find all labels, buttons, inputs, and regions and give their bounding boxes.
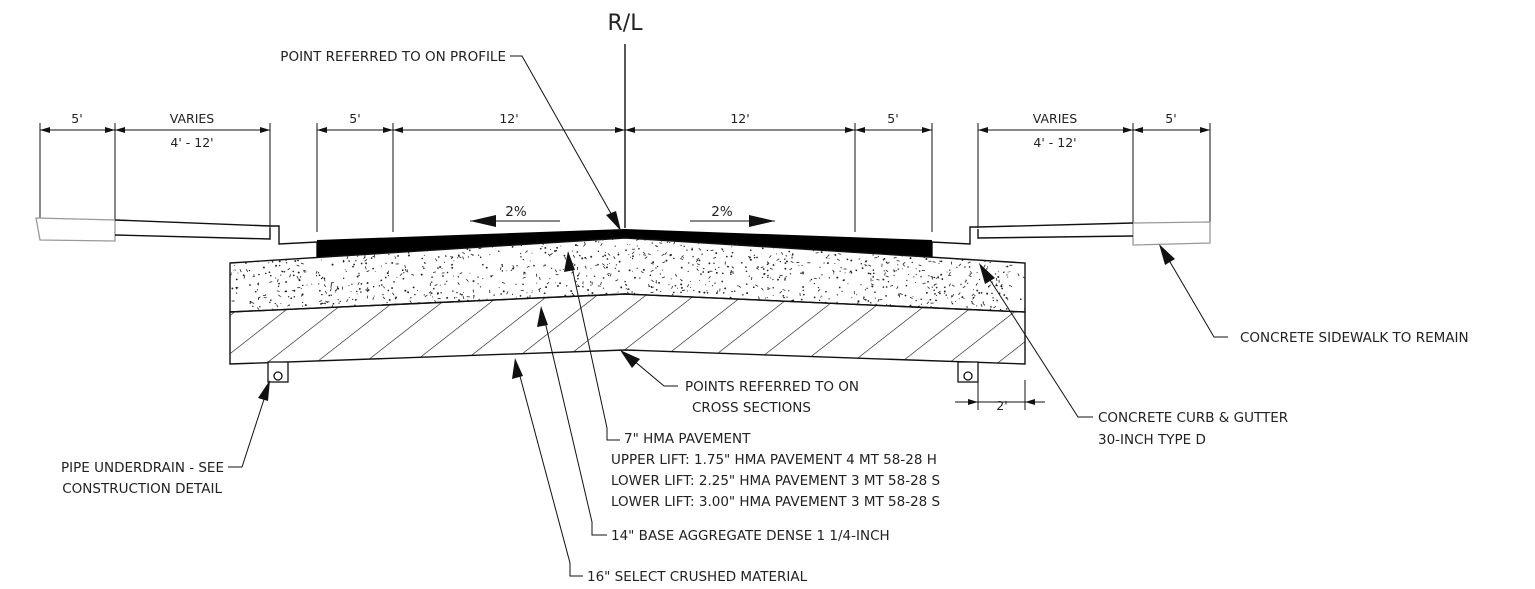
label-curb-1: CONCRETE CURB & GUTTER (1098, 410, 1288, 426)
dim-right-varies: VARIES (1033, 111, 1078, 126)
dim-right-lane: 12' (730, 111, 749, 126)
dim-left-varies: VARIES (170, 111, 215, 126)
dimension-strings (39, 123, 1211, 232)
label-sidewalk: CONCRETE SIDEWALK TO REMAIN (1240, 330, 1469, 346)
dim-left-walk: 5' (71, 111, 82, 126)
dim-left-varies-range: 4' - 12' (170, 135, 213, 150)
label-hma-lower2: LOWER LIFT: 3.00" HMA PAVEMENT 3 MT 58-2… (611, 494, 940, 510)
slope-left: 2% (505, 204, 527, 220)
right-underdrain (957, 361, 979, 383)
select-crushed-material (229, 293, 1026, 365)
label-profile-point: POINT REFERRED TO ON PROFILE (280, 49, 506, 65)
left-curb-gutter (114, 219, 318, 265)
dim-right-varies-range: 4' - 12' (1033, 135, 1076, 150)
left-underdrain (267, 361, 289, 383)
label-curb-2: 30-INCH TYPE D (1098, 432, 1206, 448)
dim-right-walk: 5' (1165, 111, 1176, 126)
label-select-crushed: 16" SELECT CRUSHED MATERIAL (587, 569, 808, 585)
label-base-aggregate: 14" BASE AGGREGATE DENSE 1 1/4-INCH (611, 528, 890, 544)
dim-underdrain-offset: 2' (996, 398, 1007, 413)
right-curb-gutter (931, 222, 1134, 265)
reference-line-label: R/L (608, 11, 644, 36)
underdrain-offset-dimension (955, 380, 1045, 410)
leader-lines (228, 55, 1228, 577)
dim-right-shoulder: 5' (887, 111, 898, 126)
slope-arrows (470, 215, 775, 227)
label-cross-sections-1: POINTS REFERRED TO ON (685, 379, 859, 395)
label-hma-upper: UPPER LIFT: 1.75" HMA PAVEMENT 4 MT 58-2… (611, 452, 937, 468)
label-underdrain-2: CONSTRUCTION DETAIL (62, 481, 222, 497)
right-sidewalk (1132, 221, 1211, 246)
label-hma-title: 7" HMA PAVEMENT (624, 431, 751, 447)
label-cross-sections-2: CROSS SECTIONS (692, 400, 811, 416)
slope-right: 2% (711, 204, 733, 220)
left-sidewalk (35, 217, 116, 242)
dim-left-shoulder: 5' (349, 111, 360, 126)
label-underdrain-1: PIPE UNDERDRAIN - SEE (61, 460, 224, 476)
dim-left-lane: 12' (499, 111, 518, 126)
label-hma-lower1: LOWER LIFT: 2.25" HMA PAVEMENT 3 MT 58-2… (611, 473, 940, 489)
